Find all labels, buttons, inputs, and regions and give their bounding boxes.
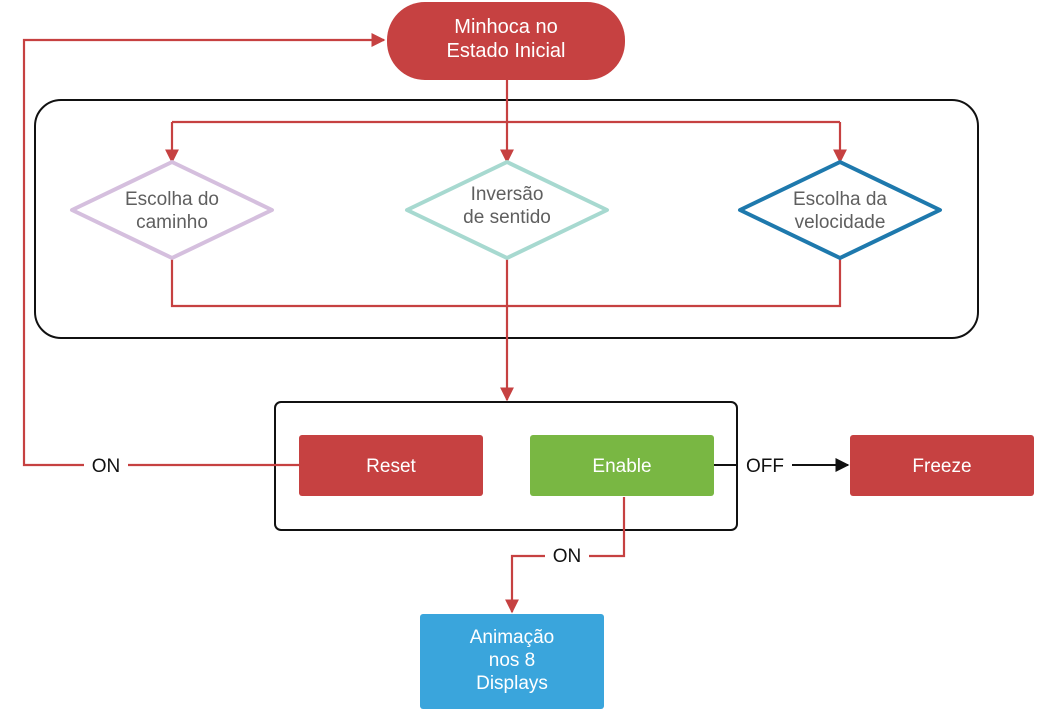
enable-off-label: OFF (746, 456, 784, 477)
enable-on-label: ON (553, 546, 582, 567)
animation-node-line2: nos 8 (489, 650, 535, 671)
animation-node[interactable]: Animação nos 8 Displays (420, 614, 604, 709)
start-node[interactable]: Minhoca no Estado Inicial (387, 2, 625, 80)
decision-reverse-line1: Inversão (471, 184, 544, 205)
decision-speed-line1: Escolha da (793, 189, 887, 210)
enable-node[interactable]: Enable (530, 435, 714, 496)
decision-reverse[interactable]: Inversão de sentido (405, 160, 609, 260)
decision-reverse-line2: de sentido (463, 207, 551, 228)
decision-speed[interactable]: Escolha da velocidade (738, 160, 942, 260)
decision-path-line2: caminho (136, 212, 208, 233)
enable-node-label: Enable (592, 456, 651, 477)
reset-node[interactable]: Reset (299, 435, 483, 496)
reset-node-label: Reset (366, 456, 416, 477)
reset-on-label: ON (92, 456, 121, 477)
reset-loop-arrow (22, 33, 386, 467)
start-node-label-line1: Minhoca no (454, 16, 557, 38)
start-node-label-line2: Estado Inicial (447, 40, 566, 62)
freeze-node-label: Freeze (912, 456, 971, 477)
freeze-node[interactable]: Freeze (850, 435, 1034, 496)
animation-node-line3: Displays (476, 673, 548, 694)
decision-path[interactable]: Escolha do caminho (70, 160, 274, 260)
decision-speed-line2: velocidade (795, 212, 886, 233)
animation-node-line1: Animação (470, 627, 555, 648)
decision-path-line1: Escolha do (125, 189, 219, 210)
